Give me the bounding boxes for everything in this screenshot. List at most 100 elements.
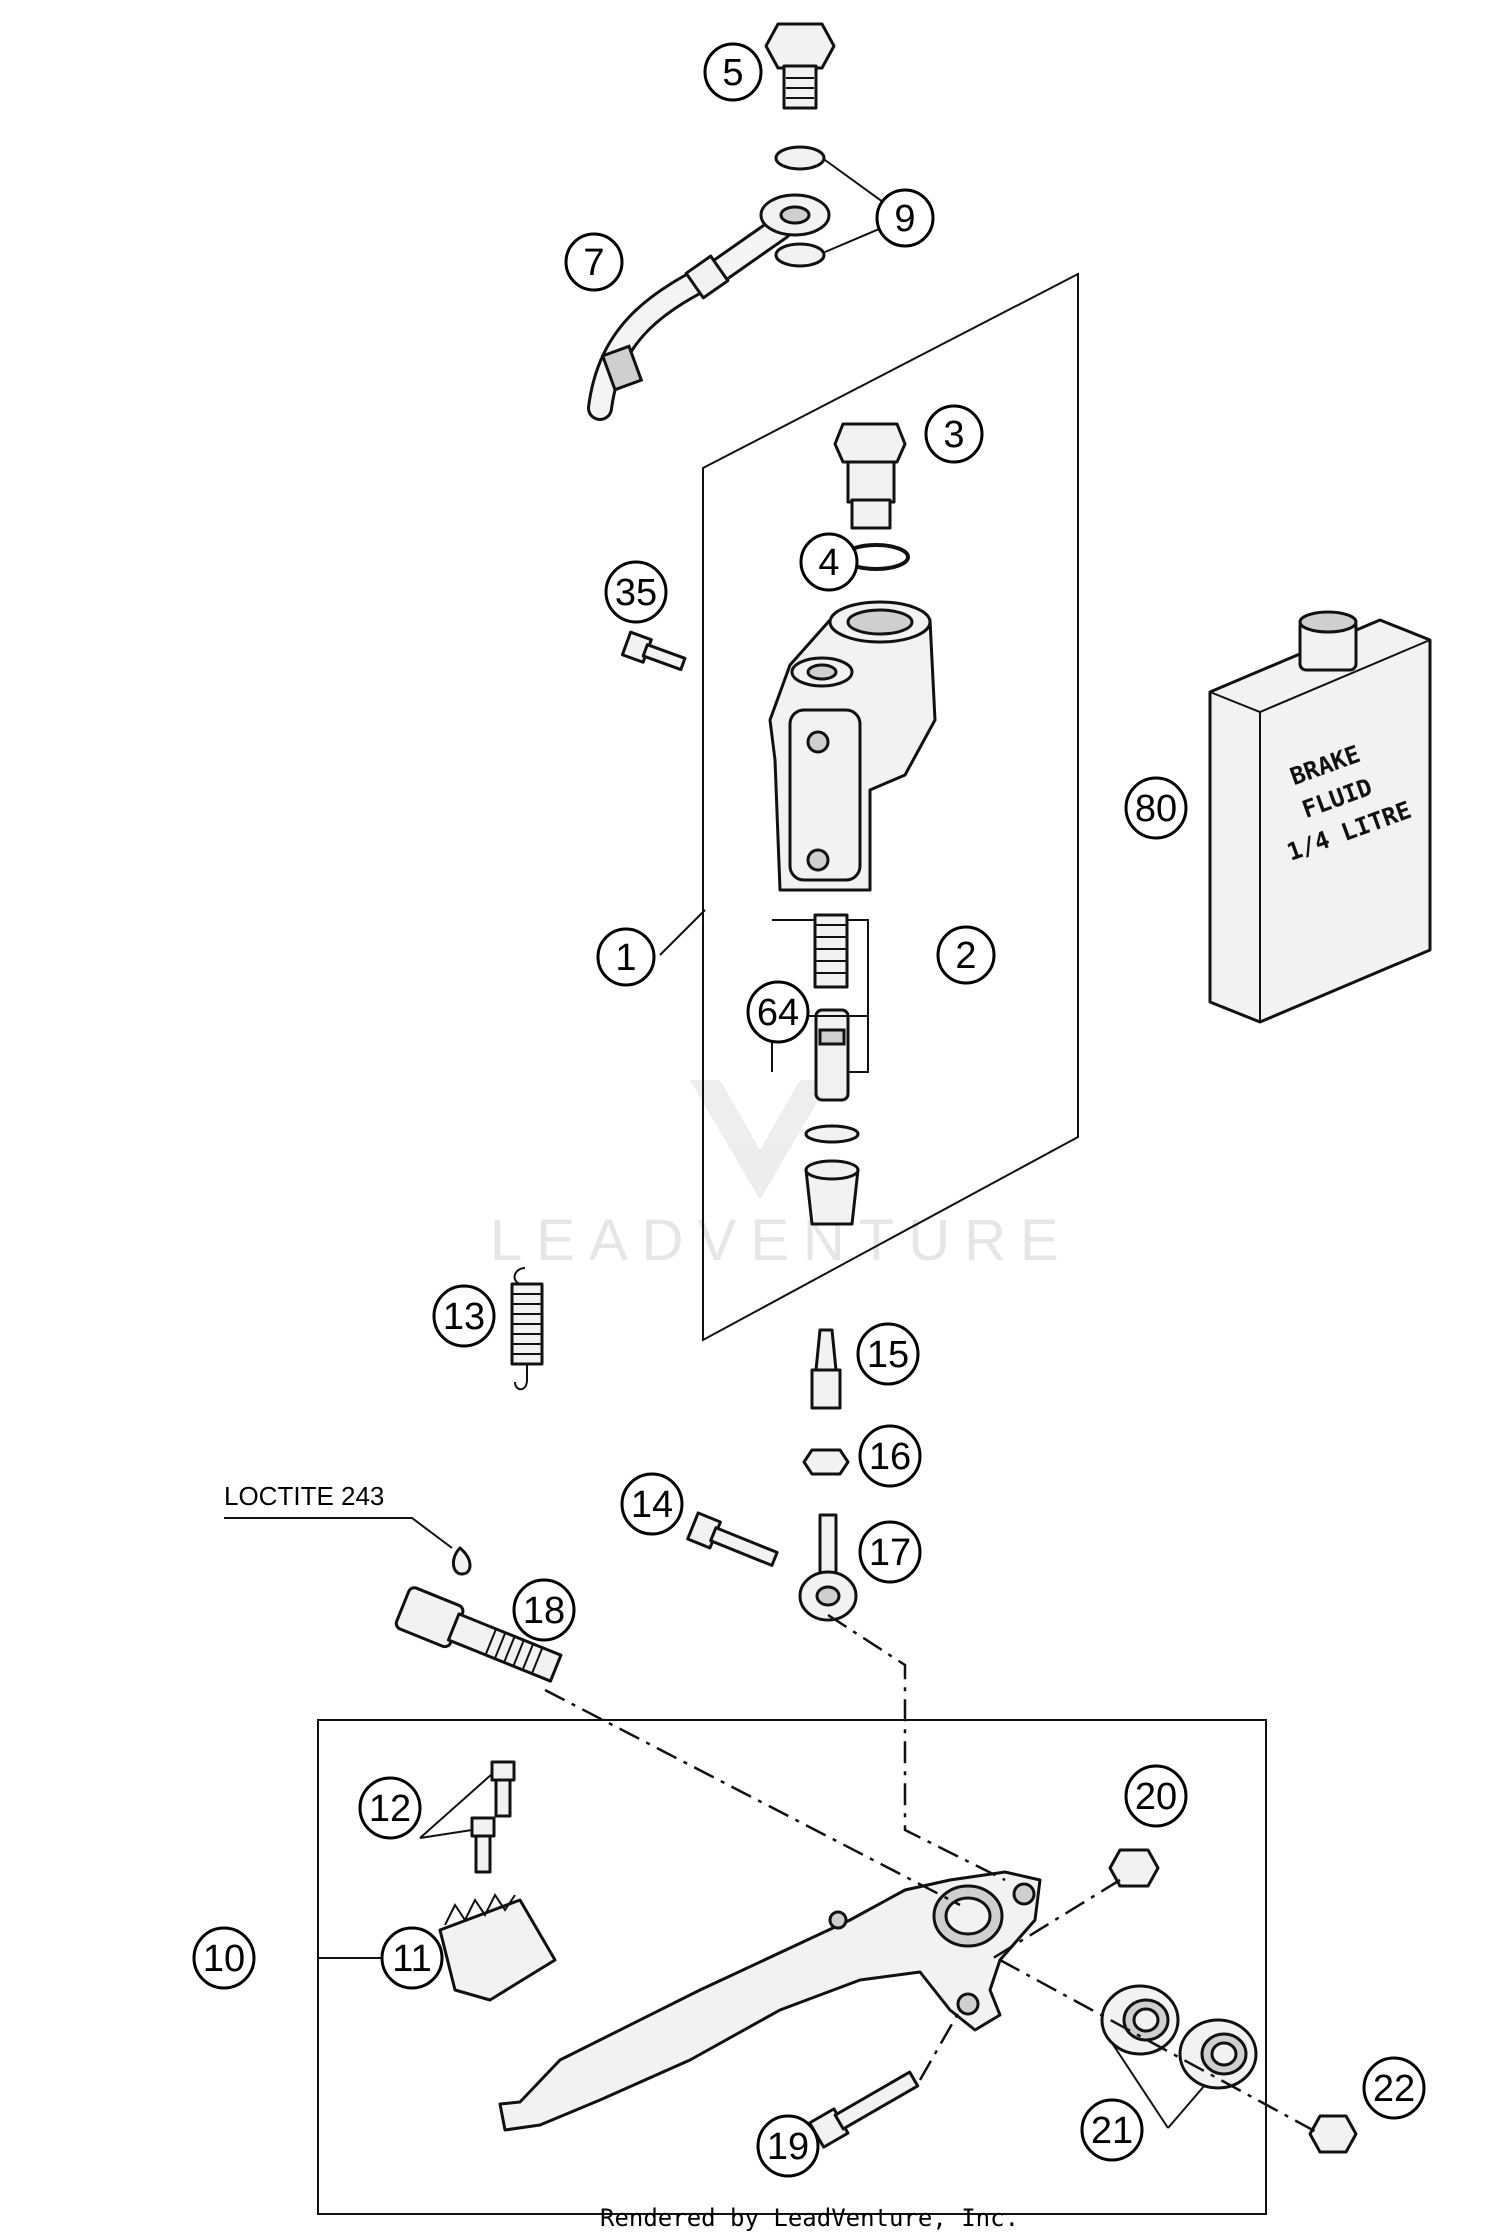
callout-number: 16: [869, 1436, 911, 1478]
lock-nut: [802, 1448, 850, 1476]
callout-circle: [358, 1776, 422, 1840]
master-cylinder-body: [768, 600, 937, 892]
reservoir-connector: [833, 422, 907, 530]
push-rod: [810, 1328, 842, 1410]
sealing-washer-top: [774, 145, 826, 171]
piston-kit: [804, 913, 860, 1226]
callout-22: 22: [1362, 2056, 1426, 2120]
callout-circle: [703, 42, 763, 102]
callout-9: 9: [875, 188, 935, 248]
callout-circle: [596, 927, 656, 987]
callout-1: 1: [596, 927, 656, 987]
callout-number: 1: [615, 937, 636, 979]
callout-number: 17: [869, 1532, 911, 1574]
step-plate: [438, 1898, 557, 2002]
callout-number: 10: [203, 1938, 245, 1980]
callout-17: 17: [858, 1520, 922, 1584]
callout-circle: [1080, 2098, 1144, 2162]
footer-credit: Rendered by LeadVenture, Inc.: [600, 2204, 1019, 2232]
bearing-inner: [1178, 2018, 1258, 2090]
pedal-group-frame: [317, 1719, 1267, 2215]
return-spring: [510, 1267, 544, 1391]
callout-number: 2: [955, 935, 976, 977]
bolt-14: [686, 1511, 779, 1567]
callout-64: 64: [746, 980, 810, 1044]
callout-21: 21: [1080, 2098, 1144, 2162]
callout-number: 9: [894, 198, 915, 240]
callout-circle: [856, 1322, 920, 1386]
callout-circle: [604, 560, 668, 624]
callout-circle: [924, 404, 984, 464]
screw-35: [620, 630, 687, 672]
fork-head: [798, 1513, 858, 1622]
loctite-note: LOCTITE 243: [224, 1481, 384, 1511]
callout-circle: [380, 1926, 444, 1990]
watermark-text: LEADVENTURE: [490, 1208, 1073, 1273]
cylinder-group-frame: [702, 272, 1079, 1342]
callout-circle: [858, 1424, 922, 1488]
callout-number: 14: [631, 1484, 673, 1526]
callout-80: 80: [1124, 776, 1188, 840]
loctite-drop: [452, 1546, 472, 1576]
callout-number: 15: [867, 1334, 909, 1376]
callout-12: 12: [358, 1776, 422, 1840]
callout-13: 13: [432, 1284, 496, 1348]
callout-11: 11: [380, 1926, 444, 1990]
callout-3: 3: [924, 404, 984, 464]
bolt-19: [808, 2070, 920, 2149]
callout-number: 12: [369, 1788, 411, 1830]
callout-circle: [756, 2114, 820, 2178]
callout-number: 35: [615, 572, 657, 614]
callout-circle: [858, 1520, 922, 1584]
callout-number: 3: [943, 414, 964, 456]
banjo-bolt: [764, 22, 836, 110]
callout-16: 16: [858, 1424, 922, 1488]
brake-hose: [587, 193, 831, 421]
callout-circle: [564, 232, 624, 292]
callout-18: 18: [512, 1578, 576, 1642]
callout-number: 13: [443, 1296, 485, 1338]
callout-circle: [799, 532, 859, 592]
leader-lines: [224, 159, 1321, 2136]
callout-number: 64: [757, 992, 799, 1034]
callout-circle: [512, 1578, 576, 1642]
callout-circle: [1124, 1764, 1188, 1828]
callout-circle: [936, 925, 996, 985]
callout-number: 19: [767, 2126, 809, 2168]
callout-circle: [192, 1926, 256, 1990]
callout-number: 21: [1091, 2110, 1133, 2152]
watermark: LEADVENTURE: [490, 1080, 1073, 1273]
bearing-outer: [1100, 1984, 1180, 2056]
callout-15: 15: [856, 1322, 920, 1386]
callout-number: 5: [722, 52, 743, 94]
callout-number: 11: [392, 1938, 431, 1980]
callout-number: 4: [818, 542, 839, 584]
nut-22: [1308, 2114, 1358, 2154]
callout-circle: [746, 980, 810, 1044]
callout-circle: [620, 1472, 684, 1536]
callout-number: 18: [523, 1590, 565, 1632]
callout-number: 20: [1135, 1776, 1177, 1818]
callout-circle: [1124, 776, 1188, 840]
callout-20: 20: [1124, 1764, 1188, 1828]
brake-fluid-can: BRAKE FLUID 1/4 LITRE: [1208, 610, 1432, 1024]
callout-number: 80: [1135, 788, 1177, 830]
callout-circle: [1362, 2056, 1426, 2120]
callout-35: 35: [604, 560, 668, 624]
callout-7: 7: [564, 232, 624, 292]
callout-4: 4: [799, 532, 859, 592]
nut-20: [1108, 1848, 1160, 1888]
sealing-washer-bottom: [774, 242, 826, 268]
pivot-bolt: [394, 1586, 563, 1683]
callout-2: 2: [936, 925, 996, 985]
callout-5: 5: [703, 42, 763, 102]
step-teeth: [444, 1893, 516, 1926]
callout-circle: [432, 1284, 496, 1348]
callout-circle: [875, 188, 935, 248]
screw-12-upper: [490, 1760, 516, 1818]
callout-number: 22: [1373, 2068, 1415, 2110]
callout-19: 19: [756, 2114, 820, 2178]
callout-10: 10: [192, 1926, 256, 1990]
